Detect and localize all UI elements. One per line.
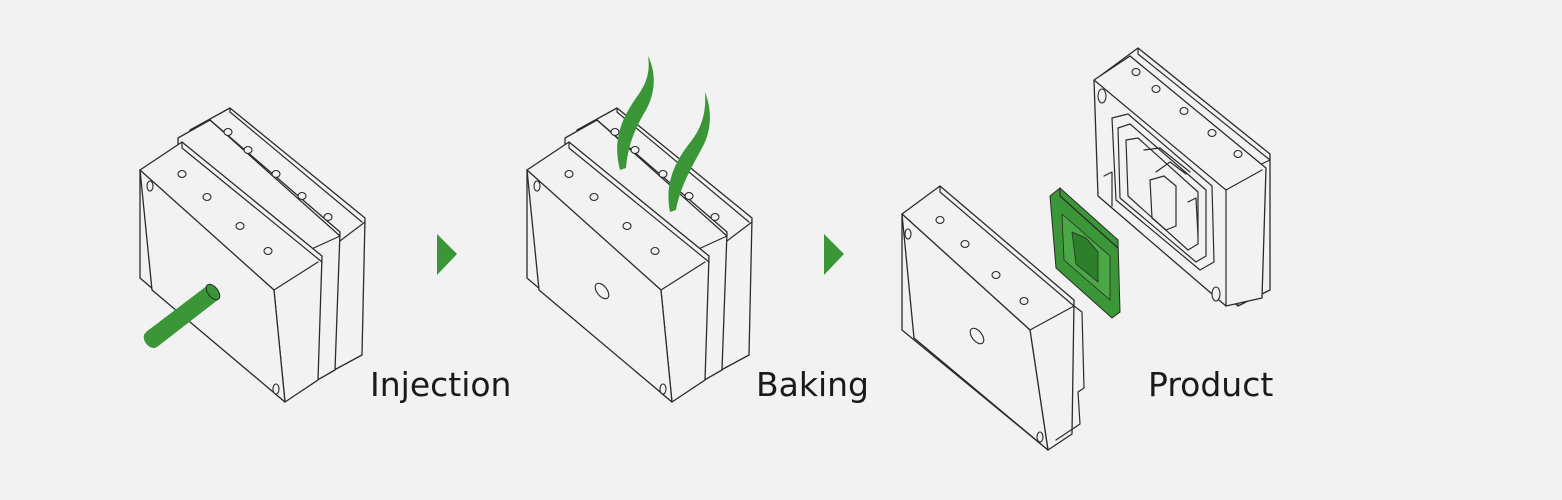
- step-label-injection: Injection: [370, 365, 512, 404]
- arrow-right-icon: [824, 234, 844, 275]
- arrow-right-icon: [437, 234, 457, 275]
- step-label-baking: Baking: [756, 365, 870, 404]
- product-part-icon: [1049, 187, 1121, 319]
- step-label-product: Product: [1148, 365, 1274, 404]
- mold-injection-icon: [139, 107, 366, 403]
- injection-nozzle-icon: [143, 283, 221, 348]
- steam-icon: [617, 56, 710, 212]
- mold-open-product-icon: [901, 47, 1271, 451]
- mold-baking-icon: [526, 56, 753, 403]
